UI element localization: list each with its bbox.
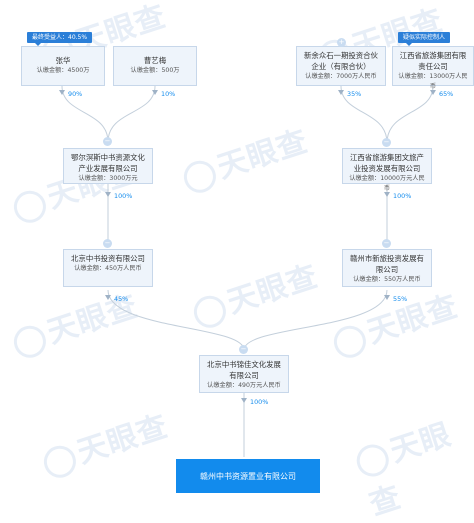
- controller-tag: 疑似实际控制人: [398, 32, 451, 46]
- percent-label: 100%: [250, 398, 269, 406]
- arrow-icon: [338, 90, 344, 95]
- expand-icon[interactable]: −: [103, 239, 112, 248]
- percent-label: 65%: [439, 90, 454, 98]
- company-ganzhou-new[interactable]: 赣州市新旅投资发展有限公司 认缴金额：550万人民币: [342, 249, 432, 287]
- arrow-icon: [105, 192, 111, 197]
- node-name: 曹艺梅: [143, 56, 167, 65]
- node-capital: 认缴金额：4500万: [36, 67, 90, 74]
- shareholder-xinyu[interactable]: 新余众石一期投资合伙企业（有限合伙） 认缴金额：7000万人民币: [296, 46, 386, 86]
- arrow-icon: [59, 90, 65, 95]
- node-capital: 认缴金额：500万: [130, 67, 180, 74]
- target-company[interactable]: 赣州中书资源置业有限公司: [176, 459, 320, 493]
- company-bj-culture[interactable]: 北京中书锦佳文化发展有限公司 认缴金额：490万元人民币: [199, 355, 289, 393]
- percent-label: 10%: [161, 90, 176, 98]
- node-capital: 认缴金额：10000万元人民币: [349, 175, 425, 192]
- percent-label: 45%: [114, 295, 129, 303]
- node-capital: 认缴金额：550万人民币: [353, 276, 421, 283]
- percent-label: 100%: [393, 192, 412, 200]
- percent-label: 90%: [68, 90, 83, 98]
- arrow-icon: [241, 398, 247, 403]
- expand-icon[interactable]: −: [103, 137, 112, 146]
- node-name: 赣州市新旅投资发展有限公司: [350, 254, 424, 274]
- node-name: 鄂尔溟斯中书资源文化产业发展有限公司: [71, 153, 145, 173]
- shareholder-zhanghua[interactable]: 张华 认缴金额：4500万: [21, 46, 105, 86]
- arrow-icon: [384, 192, 390, 197]
- node-capital: 认缴金额：13000万人民币: [398, 73, 468, 90]
- expand-icon[interactable]: −: [239, 345, 248, 354]
- percent-label: 35%: [347, 90, 362, 98]
- arrow-icon: [152, 90, 158, 95]
- node-capital: 认缴金额：3000万元: [78, 175, 138, 182]
- node-name: 北京中书锦佳文化发展有限公司: [207, 360, 281, 380]
- percent-label: 100%: [114, 192, 133, 200]
- company-ordos[interactable]: 鄂尔溟斯中书资源文化产业发展有限公司 认缴金额：3000万元: [63, 148, 153, 184]
- node-name: 张华: [55, 56, 71, 65]
- arrow-icon: [430, 90, 436, 95]
- arrow-icon: [384, 295, 390, 300]
- node-name: 江西省旅游集团文旅产业投资发展有限公司: [350, 153, 424, 173]
- node-name: 赣州中书资源置业有限公司: [200, 471, 296, 481]
- node-capital: 认缴金额：490万元人民币: [207, 382, 281, 389]
- arrow-icon: [105, 295, 111, 300]
- beneficiary-tag: 最终受益人：40.5%: [27, 32, 93, 46]
- node-name: 北京中书投资有限公司: [71, 254, 145, 263]
- node-capital: 认缴金额：7000万人民币: [305, 73, 377, 80]
- percent-label: 55%: [393, 295, 408, 303]
- node-name: 江西省旅游集团有限责任公司: [399, 51, 467, 71]
- expand-icon[interactable]: +: [337, 38, 346, 47]
- expand-icon[interactable]: −: [382, 239, 391, 248]
- node-name: 新余众石一期投资合伙企业（有限合伙）: [304, 51, 378, 71]
- shareholder-jiangxi-tour[interactable]: 江西省旅游集团有限责任公司 认缴金额：13000万人民币: [392, 46, 474, 90]
- company-bj-invest[interactable]: 北京中书投资有限公司 认缴金额：450万人民币: [63, 249, 153, 287]
- company-jiangxi-culture[interactable]: 江西省旅游集团文旅产业投资发展有限公司 认缴金额：10000万元人民币: [342, 148, 432, 192]
- expand-icon[interactable]: −: [382, 138, 391, 147]
- node-capital: 认缴金额：450万人民币: [74, 265, 142, 272]
- shareholder-caoyimei[interactable]: 曹艺梅 认缴金额：500万: [113, 46, 197, 86]
